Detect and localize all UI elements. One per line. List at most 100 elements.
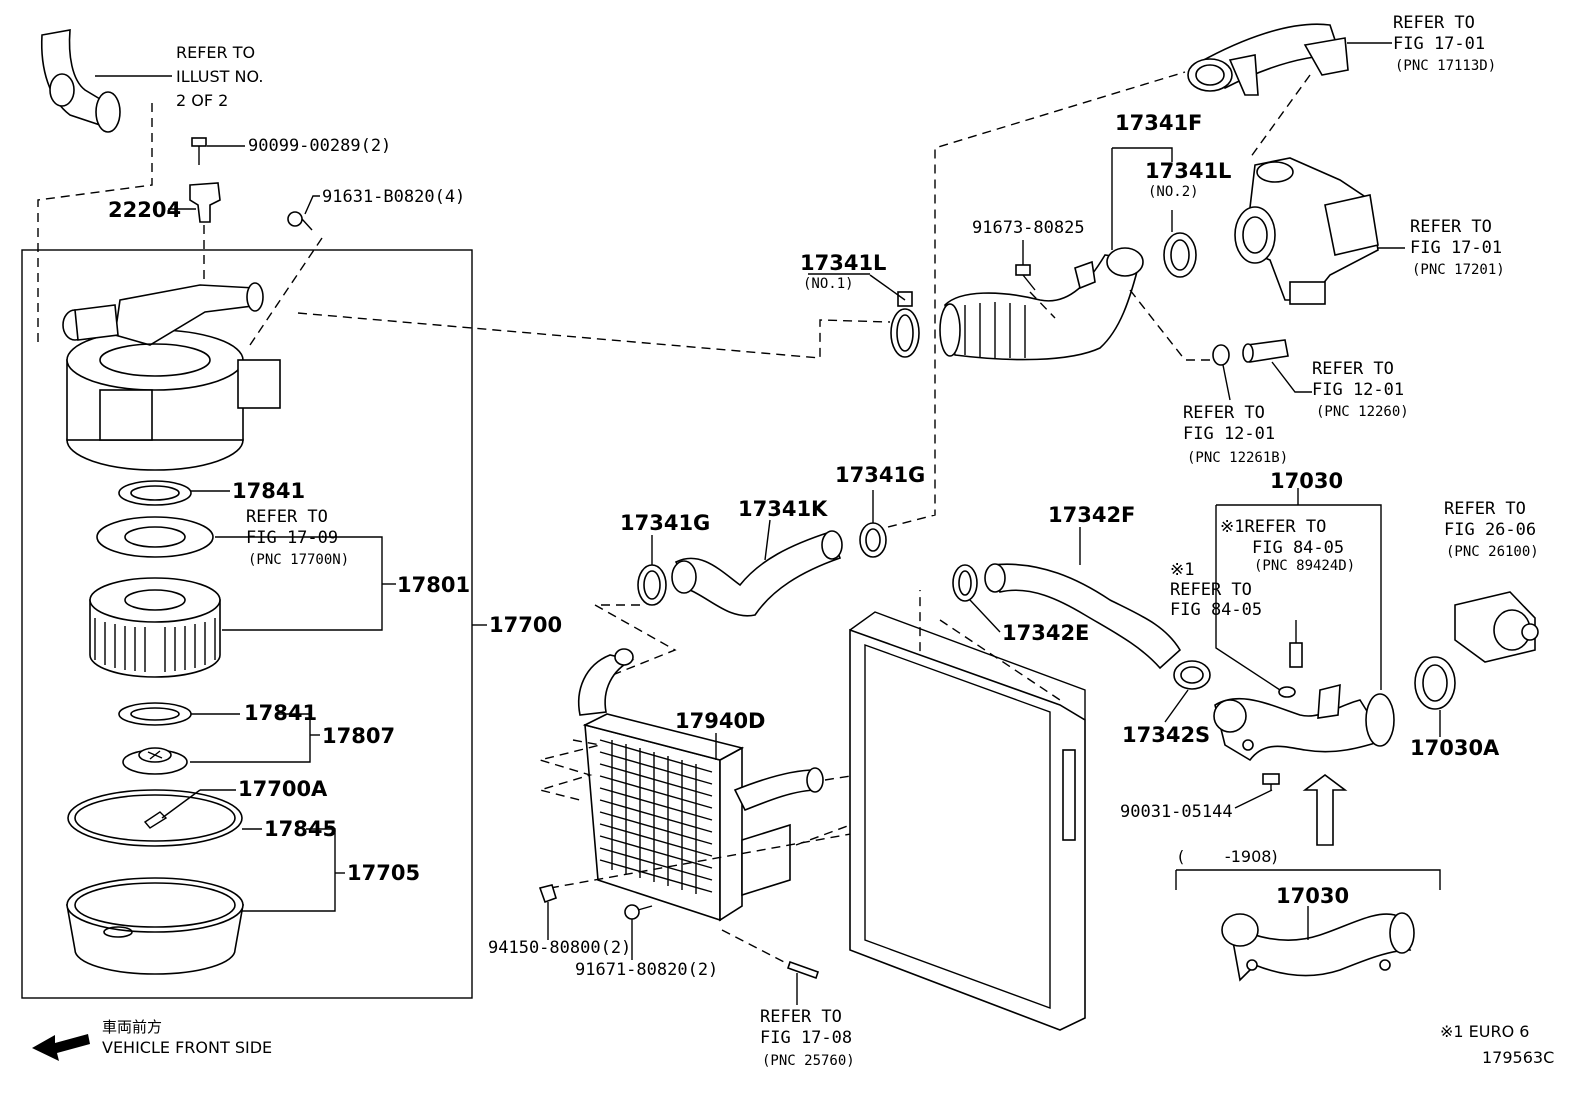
part-label-91673[interactable]: 91673-80825 [972,218,1085,238]
intake-pipe-section: 17030 ※1REFER TO FIG 84-05 (PNC 89424D) … [1120,469,1539,982]
refer-fig-84-05a-label-3: (PNC 89424D) [1254,558,1355,574]
hose-clamp-17341g-left-icon [637,564,667,606]
clip-12261b-icon [1212,344,1230,366]
euro6-note: ※1 EURO 6 [1440,1022,1529,1041]
refer-illust-label-2: ILLUST NO. [176,67,263,86]
refer-fig-17-01a-label-3: (PNC 17113D) [1395,58,1496,74]
bolt-91673-icon [1015,264,1036,291]
refer-fig-17-09-label-1[interactable]: REFER TO [246,507,328,527]
pressure-sensor-icon [1289,620,1303,668]
part-label-91671[interactable]: 91671-80820(2) [575,960,718,980]
part-label-17845[interactable]: 17845 [264,817,337,841]
bolt-91631-icon [287,211,313,231]
air-cleaner-assembly: REFER TO ILLUST NO. 2 OF 2 90099-00289(2… [21,29,562,999]
part-label-17342e[interactable]: 17342E [1002,621,1089,645]
intercooler-core-icon [578,648,824,922]
refer-fig-17-01b-label-3: (PNC 17201) [1412,262,1505,278]
refer-fig-84-05a-label-2[interactable]: FIG 84-05 [1252,538,1344,558]
throttle-body-icon [1454,591,1539,663]
refer-fig-17-01a-label-2[interactable]: FIG 17-01 [1393,34,1485,54]
refer-fig-17-09-label-2[interactable]: FIG 17-09 [246,528,338,548]
refer-fig-12-01b-label-3: (PNC 12261B) [1187,450,1288,466]
figure-code: 179563C [1482,1048,1554,1067]
refer-fig-12-01b-label-2[interactable]: FIG 12-01 [1183,424,1275,444]
part-label-17700a[interactable]: 17700A [238,777,328,801]
refer-fig-12-01a-label-3: (PNC 12260) [1316,404,1409,420]
turbocharger-icon [1234,157,1379,305]
bolt-90099-icon [191,137,207,165]
part-label-17342f[interactable]: 17342F [1048,503,1135,527]
refer-fig-84-05b-label-1[interactable]: REFER TO [1170,580,1252,600]
part-label-17030-top[interactable]: 17030 [1270,469,1343,493]
cover-bowl-icon [66,877,244,975]
part-label-17841-lower[interactable]: 17841 [244,701,317,725]
part-label-17807[interactable]: 17807 [322,724,395,748]
intercooler-hose-17342f-icon [984,563,1182,670]
part-label-17341f[interactable]: 17341F [1115,111,1202,135]
part-label-17700[interactable]: 17700 [489,613,562,637]
refer-fig-17-01b-label-1[interactable]: REFER TO [1410,217,1492,237]
hose-clamp-17341g-top-icon [859,522,887,558]
seal-ring-lower-icon [118,702,192,726]
part-label-17341l-no2[interactable]: 17341L [1145,159,1231,183]
seal-ring-upper-icon [118,480,192,506]
direction-arrow-icon [1302,774,1348,846]
part-label-17342s[interactable]: 17342S [1122,723,1210,747]
bolt-90031-icon [1262,773,1280,790]
reference-hose-illustration [40,29,121,133]
refer-fig-12-01b-label-1[interactable]: REFER TO [1183,403,1265,423]
part-label-17341l-no2-sub: (NO.2) [1148,184,1199,200]
vehicle-front-indicator: 車両前方 VEHICLE FRONT SIDE [32,1018,272,1061]
hose-clamp-no2-icon [1163,232,1197,278]
part-label-17341g-top[interactable]: 17341G [835,463,925,487]
production-range-label: ( -1908) [1178,847,1278,866]
radiator-icon [849,611,1086,1031]
part-label-94150[interactable]: 94150-80800(2) [488,938,631,958]
part-label-17705[interactable]: 17705 [347,861,420,885]
front-arrow-icon [32,1034,90,1061]
air-cleaner-cover-icon [67,789,243,847]
refer-fig-17-01b-label-2[interactable]: FIG 17-01 [1410,238,1502,258]
refer-fig-17-08-label-2[interactable]: FIG 17-08 [760,1028,852,1048]
intake-pipe-17030-early-icon [1221,912,1415,982]
intercooler-section: 17341L (NO.1) 17341G 17341G 17341K 17940… [488,71,1211,1069]
refer-fig-12-01a-label-1[interactable]: REFER TO [1312,359,1394,379]
refer-fig-17-01a-label-1[interactable]: REFER TO [1393,13,1475,33]
part-label-17801[interactable]: 17801 [397,573,470,597]
refer-fig-17-08-label-1[interactable]: REFER TO [760,1007,842,1027]
hose-clamp-17342s-icon [1173,660,1211,690]
refer-illust-label-3: 2 OF 2 [176,91,228,110]
refer-illust-label-1: REFER TO [176,43,255,62]
part-label-17841-upper[interactable]: 17841 [232,479,305,503]
part-label-17341k[interactable]: 17341K [738,497,828,521]
part-label-17940d[interactable]: 17940D [675,709,766,733]
refer-fig-84-05b-label-0: ※1 [1170,560,1194,580]
part-label-22204[interactable]: 22204 [108,198,181,222]
intercooler-hose-17341k-icon [671,530,843,617]
refer-fig-26-06-label-2[interactable]: FIG 26-06 [1444,520,1536,540]
part-label-17030a[interactable]: 17030A [1410,736,1500,760]
air-inlet-hose-icon [939,247,1144,361]
part-label-17030-bottom[interactable]: 17030 [1276,884,1349,908]
turbo-inlet-section: 17341F 17341L (NO.2) 91673-80825 REFER T… [939,13,1505,466]
hose-12260-icon [1242,339,1289,363]
bolt-91671-icon [624,904,653,920]
part-label-91631[interactable]: 91631-B0820(4) [322,187,465,207]
air-cleaner-cap-icon [62,282,281,471]
refer-fig-17-09-label-3: (PNC 17700N) [248,552,349,568]
part-label-17341g-left[interactable]: 17341G [620,511,710,535]
part-label-90031[interactable]: 90031-05144 [1120,802,1233,822]
vehicle-front-label-en: VEHICLE FRONT SIDE [102,1038,272,1057]
hose-clamp-17030a-icon [1414,656,1456,710]
refer-fig-26-06-label-1[interactable]: REFER TO [1444,499,1526,519]
refer-fig-84-05b-label-2[interactable]: FIG 84-05 [1170,600,1262,620]
refer-fig-17-08-label-3: (PNC 25760) [762,1053,855,1069]
refer-fig-12-01a-label-2[interactable]: FIG 12-01 [1312,380,1404,400]
part-label-17341l-no1[interactable]: 17341L [800,251,886,275]
part-label-90099[interactable]: 90099-00289(2) [248,136,391,156]
vehicle-front-label-jp: 車両前方 [102,1018,162,1036]
nut-94150-icon [538,884,557,904]
refer-fig-84-05a-label-1[interactable]: ※1REFER TO [1220,517,1326,537]
refer-fig-26-06-label-3: (PNC 26100) [1446,544,1539,560]
